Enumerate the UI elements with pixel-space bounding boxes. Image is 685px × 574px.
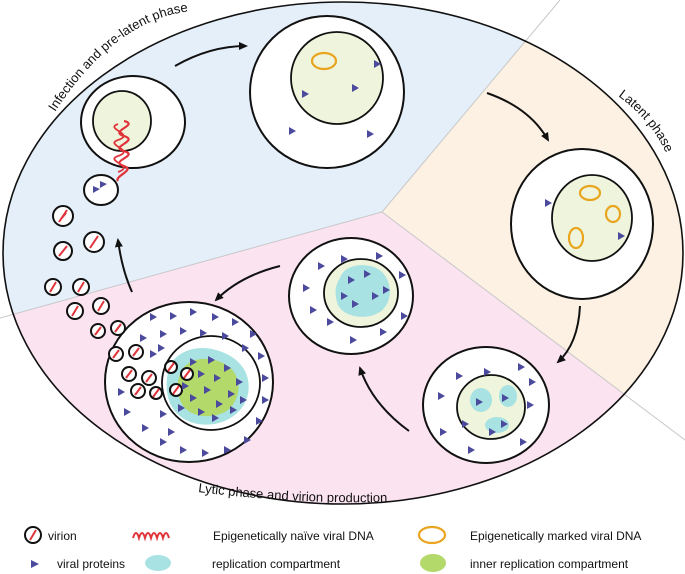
legend-naive-dna-label: Epigenetically naïve viral DNA — [213, 529, 374, 543]
legend: virion Epigenetically naïve viral DNA Ep… — [24, 525, 641, 572]
naive-dna-icon — [132, 532, 170, 542]
cell-infection — [80, 75, 186, 206]
nucleus — [92, 90, 152, 152]
marked-viral-dna — [604, 204, 622, 224]
arrow-latent-to-early-lytic — [556, 305, 581, 364]
replication-compartment — [485, 417, 509, 433]
naive-viral-dna — [113, 123, 125, 173]
arrow-infection-to-prelatent — [174, 42, 248, 67]
arrow-late-to-release — [114, 238, 133, 293]
legend-replication-compartment: replication compartment — [145, 555, 341, 571]
marked-viral-dna — [567, 226, 585, 250]
virion-dna-marks — [49, 209, 191, 398]
legend-replication-compartment-label: replication compartment — [212, 557, 341, 571]
legend-virion-label: virion — [48, 529, 77, 543]
phase-divider-3 — [381, 211, 685, 441]
legend-viral-proteins-label: viral proteins — [57, 557, 125, 571]
outer-oval — [2, 1, 684, 505]
legend-inner-replication-compartment: inner replication compartment — [420, 554, 629, 572]
cell-late-lytic — [104, 301, 274, 463]
replication-compartment — [499, 385, 517, 407]
cell-pre-latent — [249, 15, 405, 169]
cell-latent — [510, 148, 654, 300]
phase-divider-1 — [0, 211, 383, 319]
arrow-early-to-mid-lytic — [358, 366, 410, 432]
entering-virion — [83, 174, 119, 206]
arrow-mid-to-late-lytic — [214, 265, 281, 302]
nucleus — [290, 31, 384, 125]
replication-compartment — [335, 265, 390, 317]
cycle-arrows — [114, 42, 581, 432]
cell-early-lytic — [422, 346, 550, 464]
arrow-prelatent-to-latent — [486, 92, 549, 142]
replication-compartment — [470, 388, 492, 412]
marked-dna-icon — [417, 525, 447, 545]
legend-naive-dna: Epigenetically naïve viral DNA — [132, 529, 374, 543]
legend-inner-replication-compartment-label: inner replication compartment — [470, 557, 629, 571]
marked-viral-dna — [310, 51, 338, 71]
nucleus — [551, 174, 633, 262]
legend-virion: virion — [24, 526, 77, 544]
viral-protein-triangles — [93, 60, 625, 457]
inner-replication-compartment-icon — [420, 554, 446, 572]
legend-viral-proteins: viral proteins — [31, 557, 125, 571]
legend-marked-dna: Epigenetically marked viral DNA — [417, 525, 641, 545]
marked-viral-dna — [578, 184, 602, 202]
viral-protein-icon — [31, 560, 39, 568]
phase-divider-2 — [381, 0, 561, 213]
legend-marked-dna-label: Epigenetically marked viral DNA — [470, 529, 641, 543]
replication-compartment-icon — [145, 555, 171, 571]
